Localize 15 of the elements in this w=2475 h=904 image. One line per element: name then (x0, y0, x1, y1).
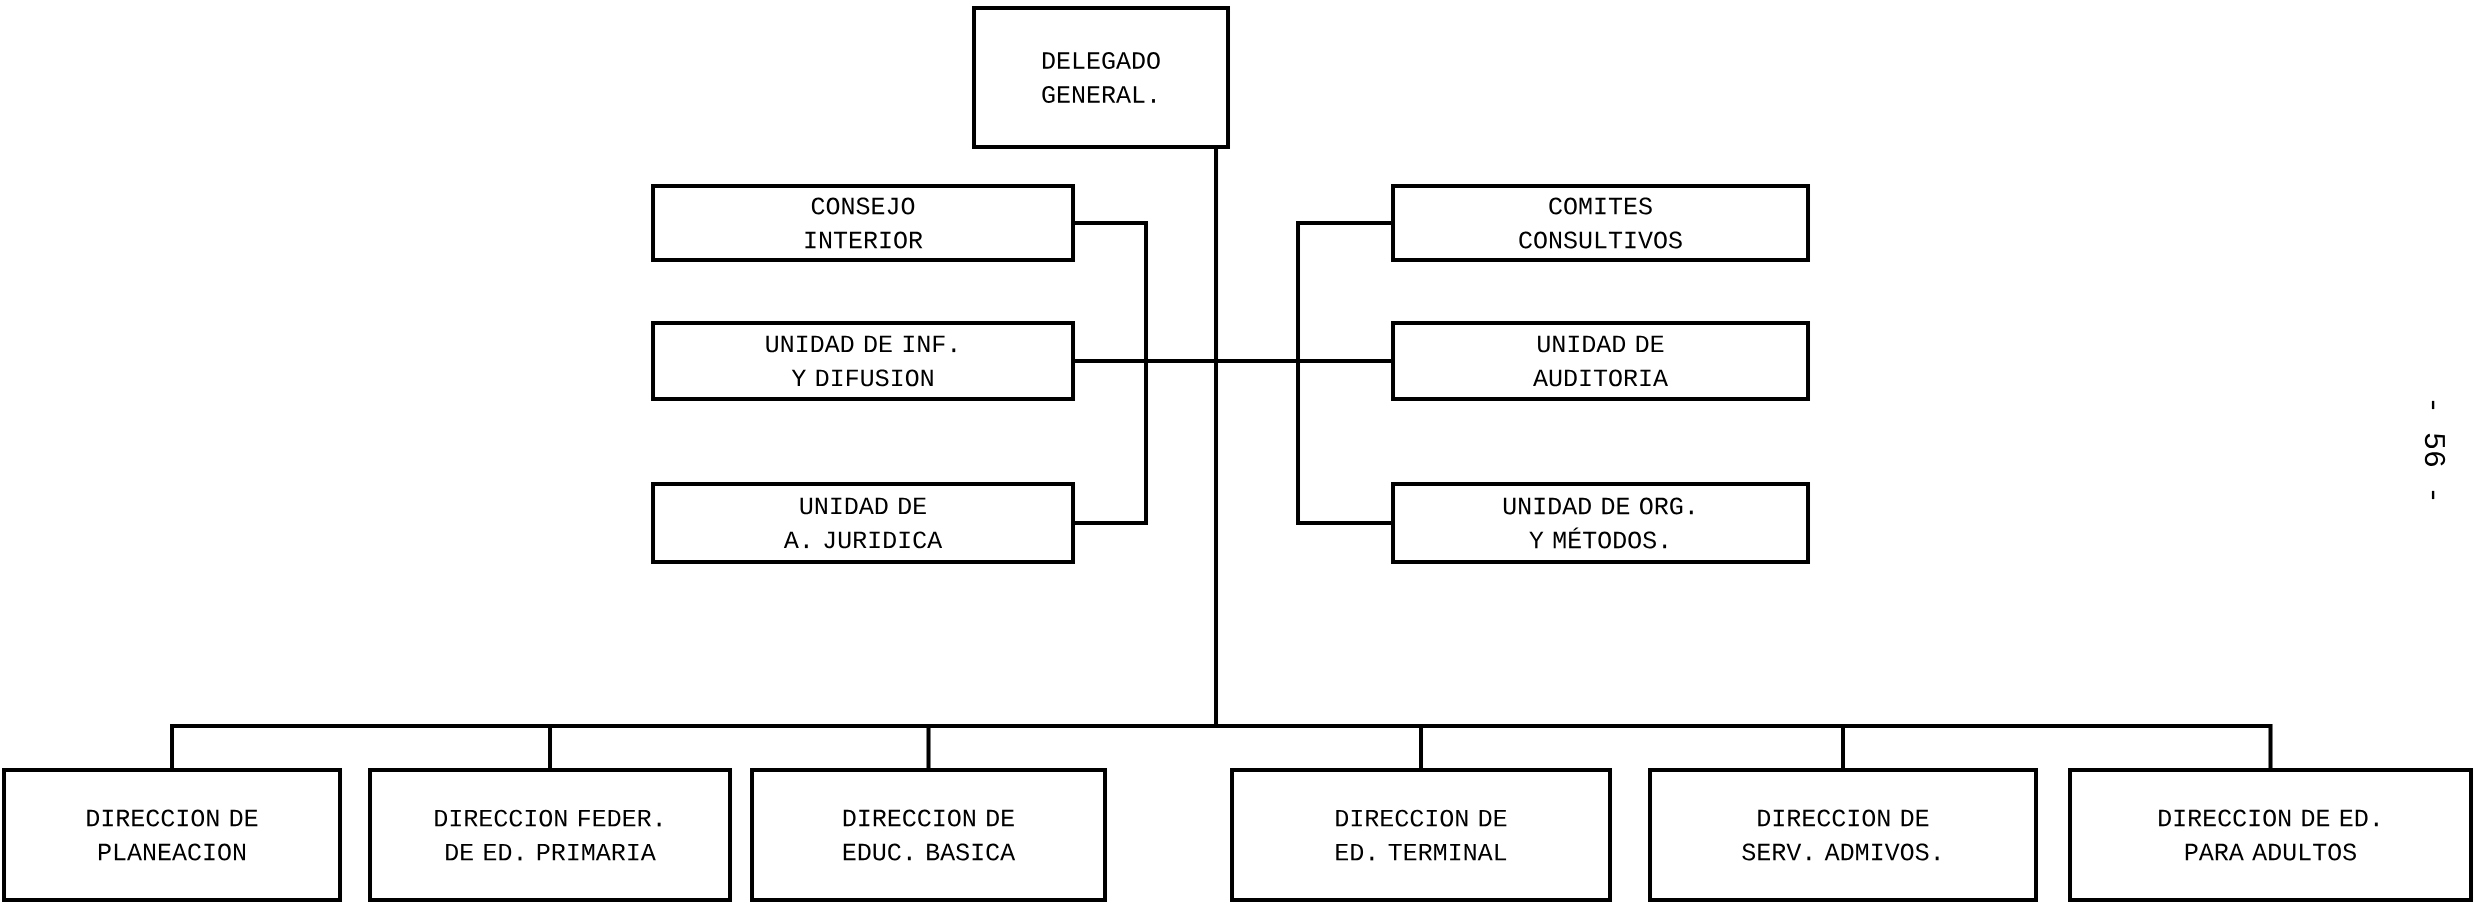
org-box: CONSEJO INTERIOR (651, 184, 1075, 262)
org-box: DIRECCION DE EDUC. BASICA (750, 768, 1107, 902)
org-box: DIRECCION FEDER. DE ED. PRIMARIA (368, 768, 732, 902)
org-box: DELEGADO GENERAL. (972, 6, 1230, 149)
org-box: DIRECCION DE ED. TERMINAL (1230, 768, 1612, 902)
org-box: UNIDAD DE A. JURIDICA (651, 482, 1075, 564)
org-box: UNIDAD DE INF. Y DIFUSION (651, 321, 1075, 401)
org-box: COMITES CONSULTIVOS (1391, 184, 1810, 262)
org-box: DIRECCION DE PLANEACION (2, 768, 342, 902)
org-box: UNIDAD DE ORG. Y MÉTODOS. (1391, 482, 1810, 564)
org-box: UNIDAD DE AUDITORIA (1391, 321, 1810, 401)
connector-line (170, 149, 2273, 768)
org-box: DIRECCION DE ED. PARA ADULTOS (2068, 768, 2473, 902)
page-number: - 56 - (2424, 400, 2446, 500)
org-box: DIRECCION DE SERV. ADMIVOS. (1648, 768, 2038, 902)
